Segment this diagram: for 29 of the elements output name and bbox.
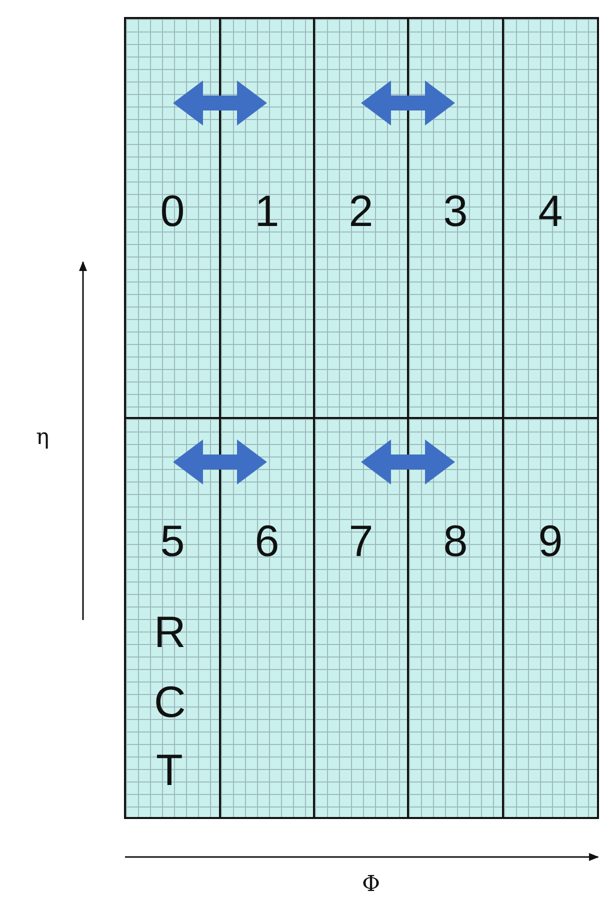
- cell-number: 2: [348, 187, 374, 237]
- grid-cell: [124, 417, 221, 819]
- grid-cell: [313, 17, 409, 419]
- cell-number: 1: [254, 187, 280, 237]
- grid-cell: [502, 417, 599, 819]
- double-arrow: [173, 440, 267, 484]
- cell-number: 8: [442, 517, 469, 567]
- double-arrow: [173, 80, 267, 126]
- cell-number: 6: [254, 517, 280, 567]
- vertical-letter: R: [154, 608, 186, 658]
- cell-number: 9: [537, 517, 564, 567]
- vertical-letter: T: [156, 746, 183, 796]
- cell-number: 0: [159, 187, 186, 237]
- cell-number: 3: [442, 187, 469, 237]
- grid-cell: [219, 17, 315, 419]
- grid-cell: [407, 17, 504, 419]
- cell-number: 5: [159, 517, 186, 567]
- cell-number: 4: [537, 187, 564, 237]
- grid-cell: [313, 417, 409, 819]
- axis-label: η: [36, 425, 50, 450]
- axis-label: Φ: [362, 872, 380, 897]
- grid-cell: [219, 417, 315, 819]
- double-arrow: [361, 80, 455, 126]
- vertical-letter: C: [154, 678, 186, 728]
- double-arrow: [361, 440, 455, 484]
- grid-cell: [407, 417, 504, 819]
- cell-number: 7: [348, 517, 374, 567]
- grid-cell: [124, 17, 221, 419]
- grid-cell: [502, 17, 599, 419]
